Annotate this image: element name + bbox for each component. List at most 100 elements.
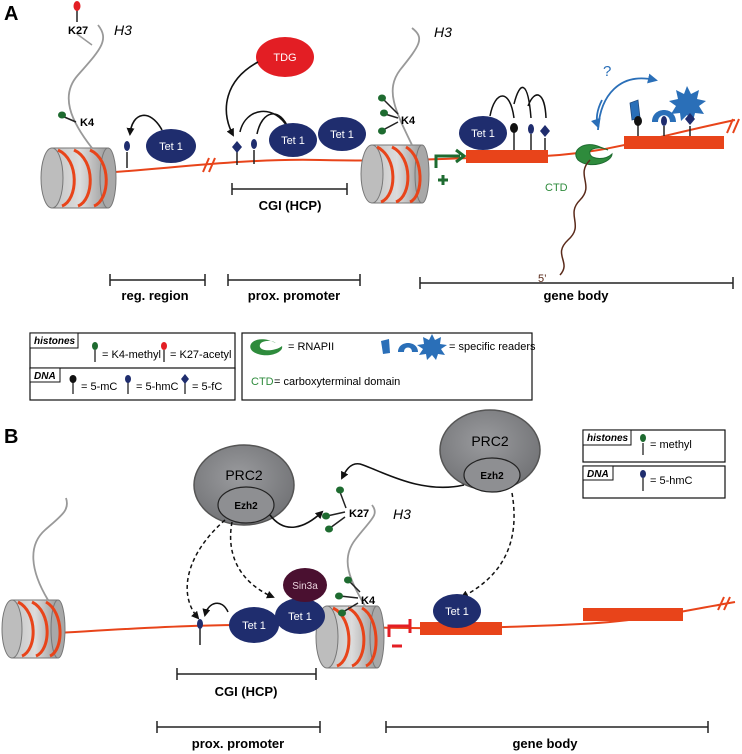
- svg-text:DNA: DNA: [587, 469, 609, 480]
- reader-arch-icon: [652, 110, 676, 122]
- k27-acetyl-pin: [73, 1, 93, 46]
- cgi-bracket-a: [231, 183, 348, 195]
- prc2-right: [439, 409, 541, 493]
- tet1-left-b-label: Tet 1: [242, 620, 266, 632]
- h3-tail-left-a: [67, 24, 104, 149]
- recruit-arrow-right: [460, 492, 515, 598]
- tet1-mid1-a: [269, 123, 317, 157]
- svg-text:= carboxyterminal domain: = carboxyterminal domain: [274, 376, 400, 388]
- svg-text:= 5-hmC: = 5-hmC: [650, 475, 693, 487]
- tet1-mid1-a-label: Tet 1: [281, 135, 305, 147]
- region-label-gene-a: gene body: [543, 288, 609, 303]
- legend-histones-b: histones = methyl: [582, 429, 726, 463]
- ezh2-left-to-k27-arrow: [269, 510, 324, 529]
- svg-text:= K4-methyl: = K4-methyl: [102, 349, 161, 361]
- tet-arrow-b: [202, 602, 229, 617]
- rnapii-ctd: [559, 159, 591, 276]
- k4-methyl-pins-right-a: [378, 94, 399, 135]
- panel-a: A H3 K27: [4, 1, 740, 401]
- tdg-protein: [256, 37, 314, 77]
- hmc-pin-gene-a: [528, 124, 534, 150]
- ezh2-right-to-k27-arrow: [341, 462, 465, 489]
- h3-tail-right-a: [391, 27, 421, 146]
- h3-label-right-a: H3: [434, 24, 452, 40]
- legend-dna-a: DNA = 5-mC = 5-hmC = 5-fC: [29, 367, 236, 401]
- repressed-promoter-symbol: [387, 619, 412, 648]
- legend-histones-a: histones = K4-methyl = K27-acetyl: [29, 332, 236, 370]
- nucleosome-mid-b: [315, 605, 385, 669]
- k4-label-left-a: K4: [80, 117, 95, 129]
- legend-rnapii-readers-a: = RNAPII = specific readers CTD = carbox…: [241, 332, 536, 401]
- hmc-pin-mid-a: [251, 139, 257, 164]
- reader-question-arrow: [597, 73, 658, 131]
- svg-text:= methyl: = methyl: [650, 439, 692, 451]
- k27-label-a: K27: [68, 25, 88, 37]
- reader-star-icon: [669, 86, 706, 121]
- panel-b: B H3: [1, 409, 736, 751]
- svg-text:= K27-acetyl: = K27-acetyl: [170, 349, 231, 361]
- svg-text:= 5-fC: = 5-fC: [192, 381, 222, 393]
- fc-pin-gene-a: [540, 125, 550, 150]
- region-label-gene-b: gene body: [512, 736, 578, 751]
- cgi-label-b: CGI (HCP): [215, 684, 278, 699]
- h3-label-b: H3: [393, 506, 411, 522]
- k4-label-right-a: K4: [401, 115, 416, 127]
- region-bracket-gene-b: [385, 721, 709, 733]
- svg-text:= RNAPII: = RNAPII: [288, 341, 334, 353]
- tet-arrow-left-a: [126, 114, 163, 136]
- tet1-right-a-label: Tet 1: [471, 128, 495, 140]
- svg-text:DNA: DNA: [34, 371, 56, 382]
- region-label-prox-a: prox. promoter: [248, 288, 340, 303]
- nucleosome-right-a: [360, 144, 430, 204]
- h3-label-left-a: H3: [114, 22, 132, 38]
- region-label-reg: reg. region: [121, 288, 188, 303]
- prc2-right-label: PRC2: [471, 433, 509, 449]
- mc-pin-reader-a: [634, 116, 642, 136]
- tet1-right-a: [459, 116, 507, 150]
- cgi-bracket-b: [176, 668, 317, 680]
- recruit-arrow-left-1: [186, 519, 226, 620]
- dna-break-b: [717, 596, 731, 611]
- hmc-pin-left-a: [124, 141, 130, 168]
- tet1-right-b-label: Tet 1: [445, 606, 469, 618]
- dna-break-a2: [726, 118, 740, 134]
- exon-1-b: [420, 622, 502, 635]
- tet1-left-a: [146, 129, 196, 163]
- k4-methyl-pin-left-a: [58, 111, 77, 123]
- exon-2-b: [583, 608, 683, 621]
- exon-1-a: [466, 150, 548, 163]
- h3-tail-left-b: [32, 497, 68, 601]
- k4-label-b: K4: [361, 595, 376, 607]
- rnapii-polymerase: [575, 144, 613, 166]
- panel-b-label: B: [4, 426, 18, 448]
- tdg-label: TDG: [273, 52, 296, 64]
- tet1-mid2-a: [318, 117, 366, 151]
- svg-text:= 5-mC: = 5-mC: [81, 381, 117, 393]
- cgi-label-a: CGI (HCP): [259, 198, 322, 213]
- h3-tail-b: [346, 504, 376, 607]
- tet1-left-a-label: Tet 1: [159, 141, 183, 153]
- exon-2-a: [624, 136, 724, 149]
- tdg-arrow: [225, 61, 259, 137]
- svg-text:= 5-hmC: = 5-hmC: [136, 381, 179, 393]
- hmc-pin-b: [197, 619, 203, 645]
- sin3a-protein: [283, 568, 327, 602]
- panel-a-label: A: [4, 3, 18, 25]
- svg-text:CTD: CTD: [251, 376, 274, 388]
- recruit-arrow-left-2: [229, 521, 275, 599]
- tet1-mid-b-label: Tet 1: [288, 611, 312, 623]
- mc-pin-gene-a: [510, 123, 518, 150]
- sin3a-label: Sin3a: [292, 581, 318, 592]
- region-bracket-prox-b: [156, 721, 321, 733]
- question-mark: ?: [603, 63, 611, 80]
- tet1-left-b: [229, 607, 279, 643]
- nucleosome-left-a: [40, 147, 117, 209]
- fc-pin-mid-a: [232, 141, 242, 165]
- active-promoter-arrow: [434, 148, 467, 185]
- ezh2-left-label: Ezh2: [234, 501, 258, 512]
- ezh2-right-label: Ezh2: [480, 471, 504, 482]
- prc2-left-label: PRC2: [225, 467, 263, 483]
- hmc-pin-reader-a: [661, 116, 667, 136]
- ctd-label-a: CTD: [545, 182, 568, 194]
